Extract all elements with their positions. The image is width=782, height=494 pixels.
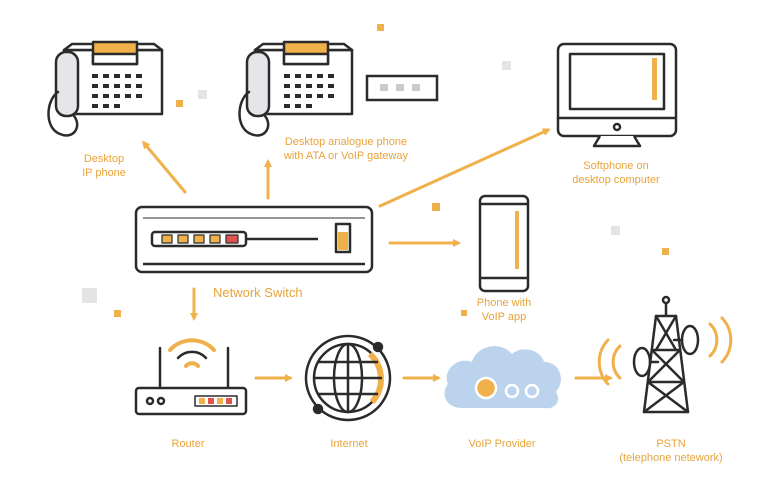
arrow-to-softphone [378, 128, 551, 208]
smartphone-icon [478, 194, 530, 293]
router-icon [134, 338, 248, 416]
label-voip-provider: VoIP Provider [468, 438, 536, 450]
label-softphone: Softphone on desktop computer [572, 160, 660, 186]
arrow-to-ip-phone [142, 140, 187, 194]
network-switch-icon [134, 205, 374, 274]
ata-adapter-icon [365, 74, 439, 102]
label-analogue-phone: Desktop analogue phone with ATA or VoIP … [283, 136, 409, 162]
globe-icon [304, 334, 392, 422]
label-network-switch: Network Switch [213, 285, 303, 300]
label-desktop-ip-phone: Desktop IP phone [82, 153, 126, 179]
desktop-computer-icon [556, 42, 678, 148]
decor-squares [82, 24, 669, 317]
cloud-icon [444, 346, 561, 409]
ip-phone-icon [47, 40, 164, 137]
label-pstn: PSTN (telephone netework) [619, 438, 723, 464]
label-mobile-phone: Phone with VoIP app [476, 297, 532, 323]
cell-tower-icon [597, 295, 733, 414]
label-internet: Internet [330, 438, 368, 450]
analogue-phone-icon [238, 40, 354, 137]
label-router: Router [171, 438, 205, 450]
